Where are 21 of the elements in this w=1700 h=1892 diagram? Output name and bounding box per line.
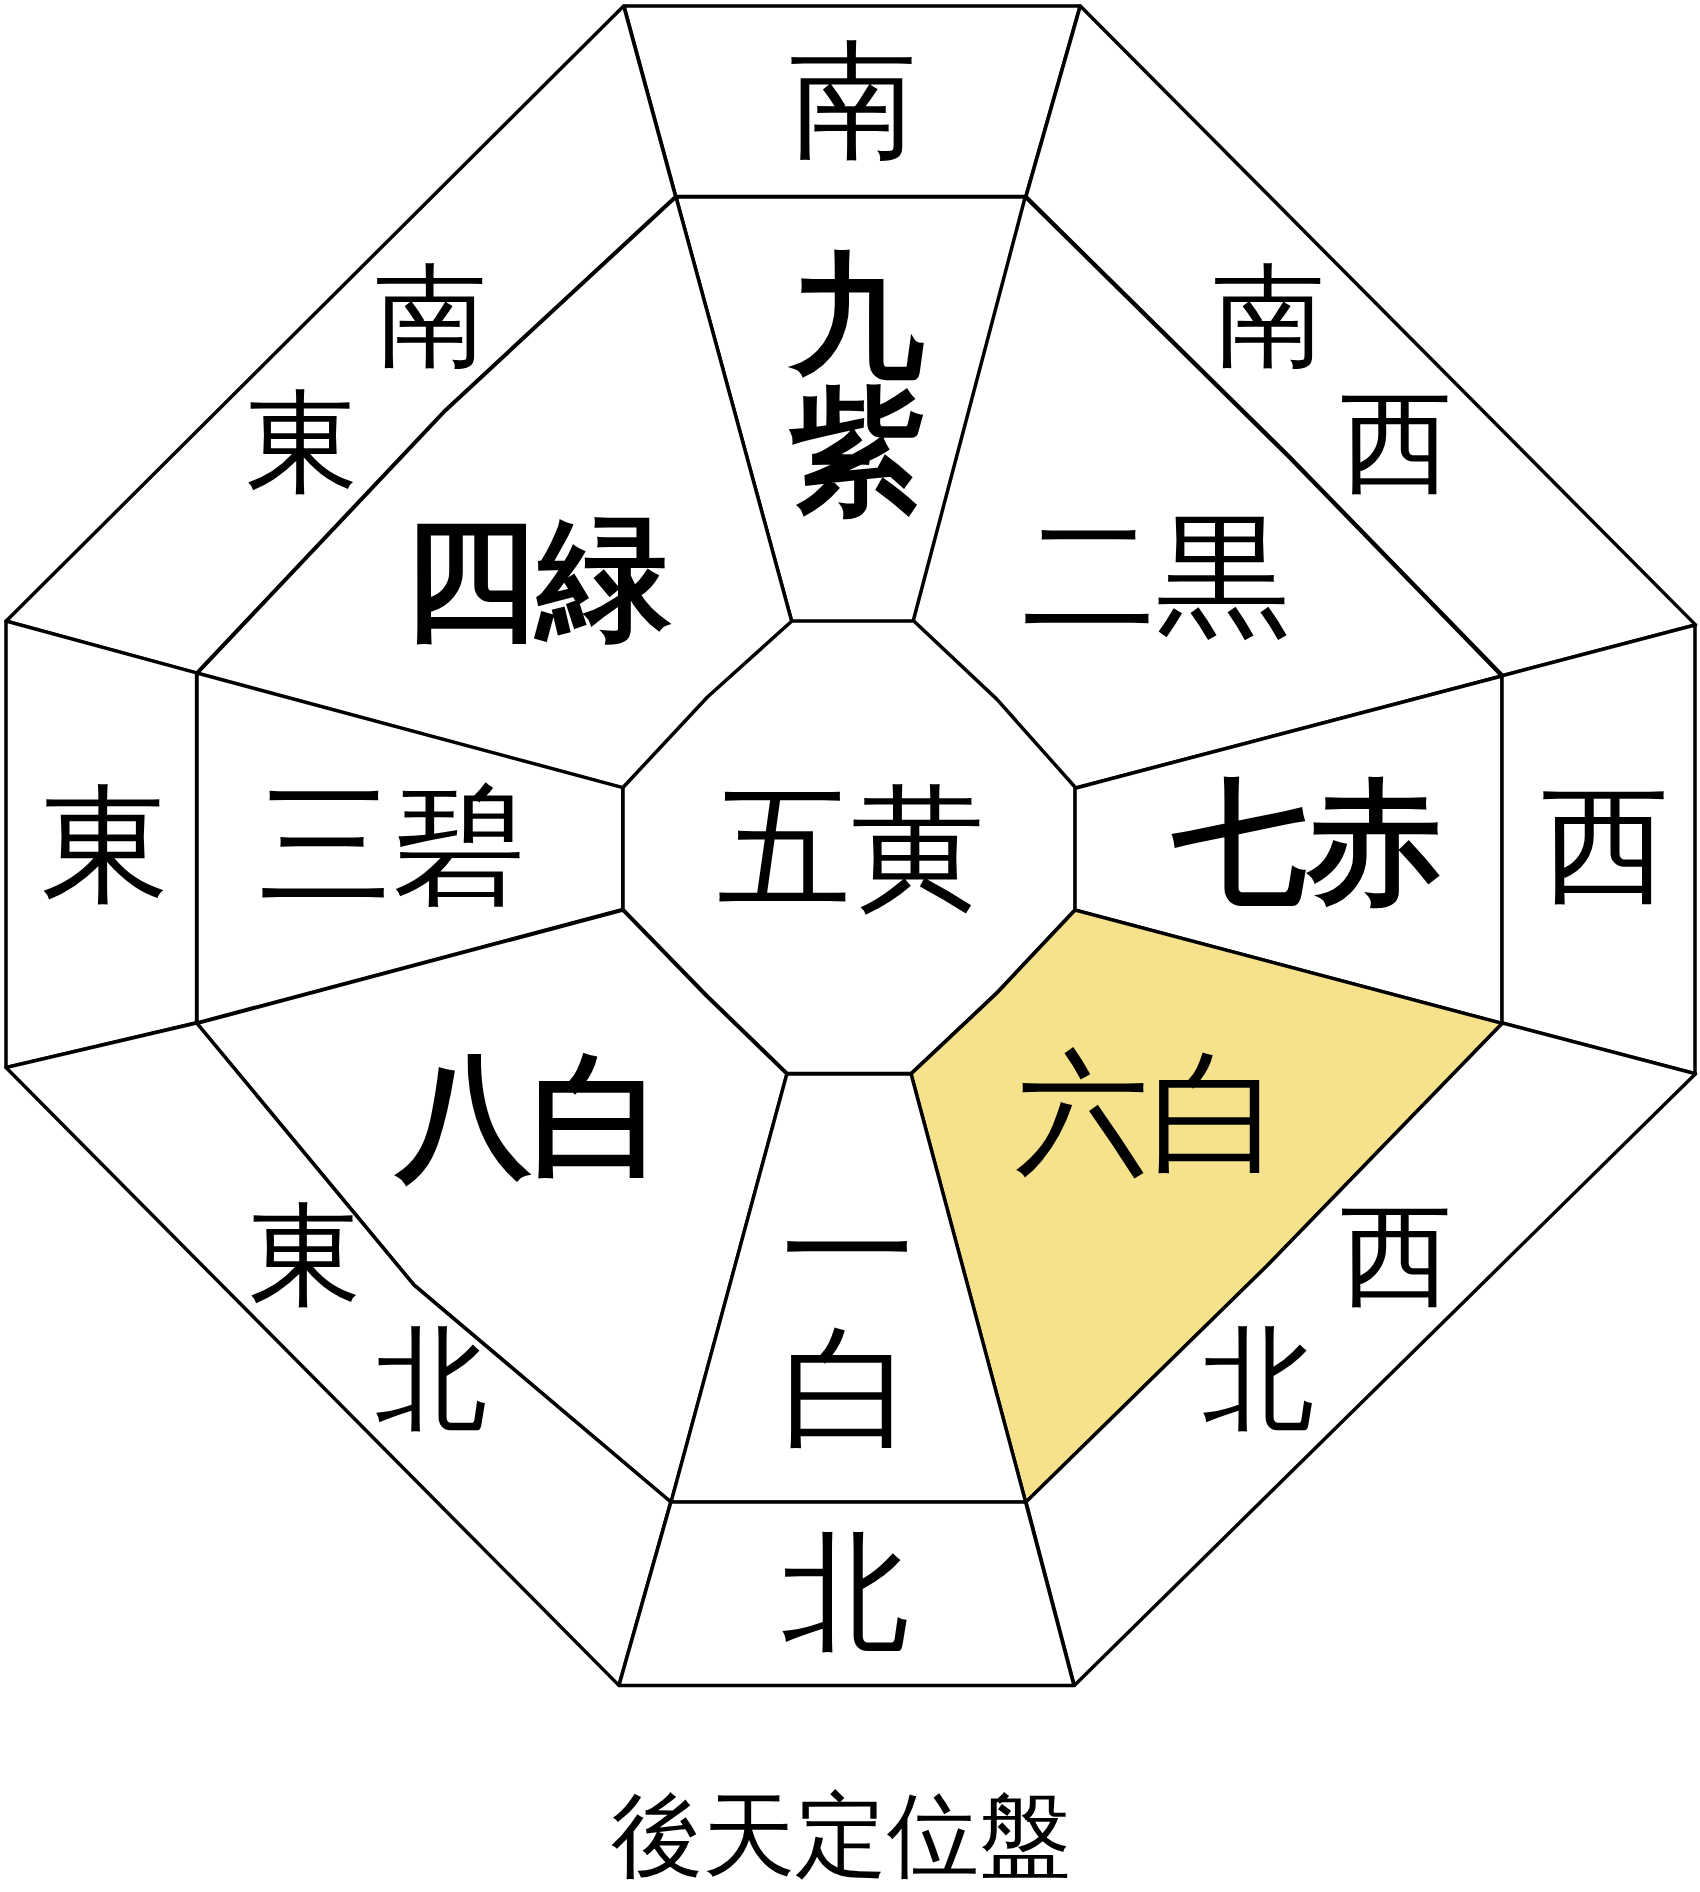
sector-label: 一白 — [781, 1184, 916, 1458]
direction-label: 西 — [1339, 1198, 1452, 1311]
sector-label: 九紫 — [789, 247, 924, 521]
direction-label: 東 — [245, 385, 358, 498]
sector-label: 四緑 — [402, 512, 671, 647]
direction-label: 北 — [374, 1323, 487, 1436]
direction-label: 西 — [1540, 780, 1669, 909]
diagram-caption: 後天定位盤 — [610, 1790, 1071, 1882]
direction-label: 西 — [1339, 385, 1452, 498]
direction-label: 東 — [40, 780, 169, 909]
direction-label: 南 — [374, 260, 487, 373]
direction-label: 南 — [1213, 260, 1326, 373]
direction-label: 北 — [1202, 1323, 1315, 1436]
sector-label: 七赤 — [1172, 775, 1441, 910]
direction-label: 北 — [780, 1528, 909, 1657]
center-label: 五黄 — [716, 781, 985, 916]
sector-label: 三碧 — [258, 777, 527, 912]
direction-label: 南 — [789, 37, 917, 166]
sector-label: 二黒 — [1021, 508, 1290, 643]
sector-label: 六白 — [1014, 1046, 1283, 1181]
direction-label: 東 — [249, 1198, 362, 1311]
